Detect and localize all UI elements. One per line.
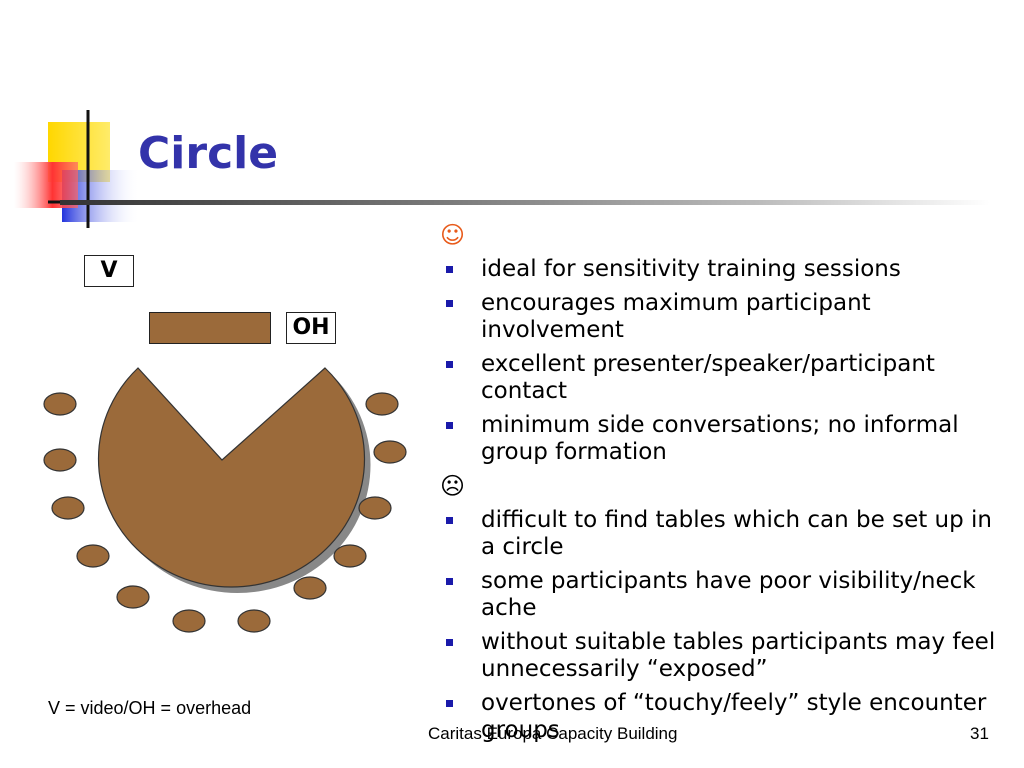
title-rule <box>60 200 990 205</box>
bullet-item: some participants have poor visibility/n… <box>440 568 1000 622</box>
diagram-legend: V = video/OH = overhead <box>48 698 252 718</box>
overhead-label-box: OH <box>286 312 336 344</box>
bullet-item: difficult to find tables which can be se… <box>440 507 1000 561</box>
bullet-list: ☺ ideal for sensitivity training sessions… <box>440 222 1000 744</box>
chair <box>76 544 110 568</box>
bullet-item: without suitable tables participants may… <box>440 629 1000 683</box>
bullet-item: overtones of “touchy/feely” style encoun… <box>440 690 1000 744</box>
chair <box>365 392 399 416</box>
bullet-item: minimum side conversations; no informal … <box>440 412 1000 466</box>
chair <box>43 448 77 472</box>
bullet-item: encourages maximum participant involveme… <box>440 290 1000 344</box>
chair <box>43 392 77 416</box>
chair <box>373 440 407 464</box>
chair <box>51 496 85 520</box>
smiley-face-icon: ☺ <box>440 221 466 249</box>
chair <box>358 496 392 520</box>
chair <box>237 609 271 633</box>
bullet-item: excellent presenter/speaker/participant … <box>440 351 1000 405</box>
video-label-box: V <box>84 255 134 287</box>
circle-seating-diagram <box>43 367 407 633</box>
bullet-item: ideal for sensitivity training sessions <box>440 256 1000 283</box>
chair <box>293 576 327 600</box>
chair <box>172 609 206 633</box>
frowning-face-icon: ☹ <box>440 472 466 500</box>
chair <box>333 544 367 568</box>
page-number: 31 <box>970 724 989 743</box>
presenter-table <box>149 312 271 344</box>
slide-content: ☺ ideal for sensitivity training sessions… <box>440 222 1000 751</box>
chair <box>116 585 150 609</box>
slide-title: Circle <box>138 128 279 179</box>
footer-text: Caritas Europa Capacity Building <box>428 724 678 743</box>
circle-table <box>97 367 366 588</box>
